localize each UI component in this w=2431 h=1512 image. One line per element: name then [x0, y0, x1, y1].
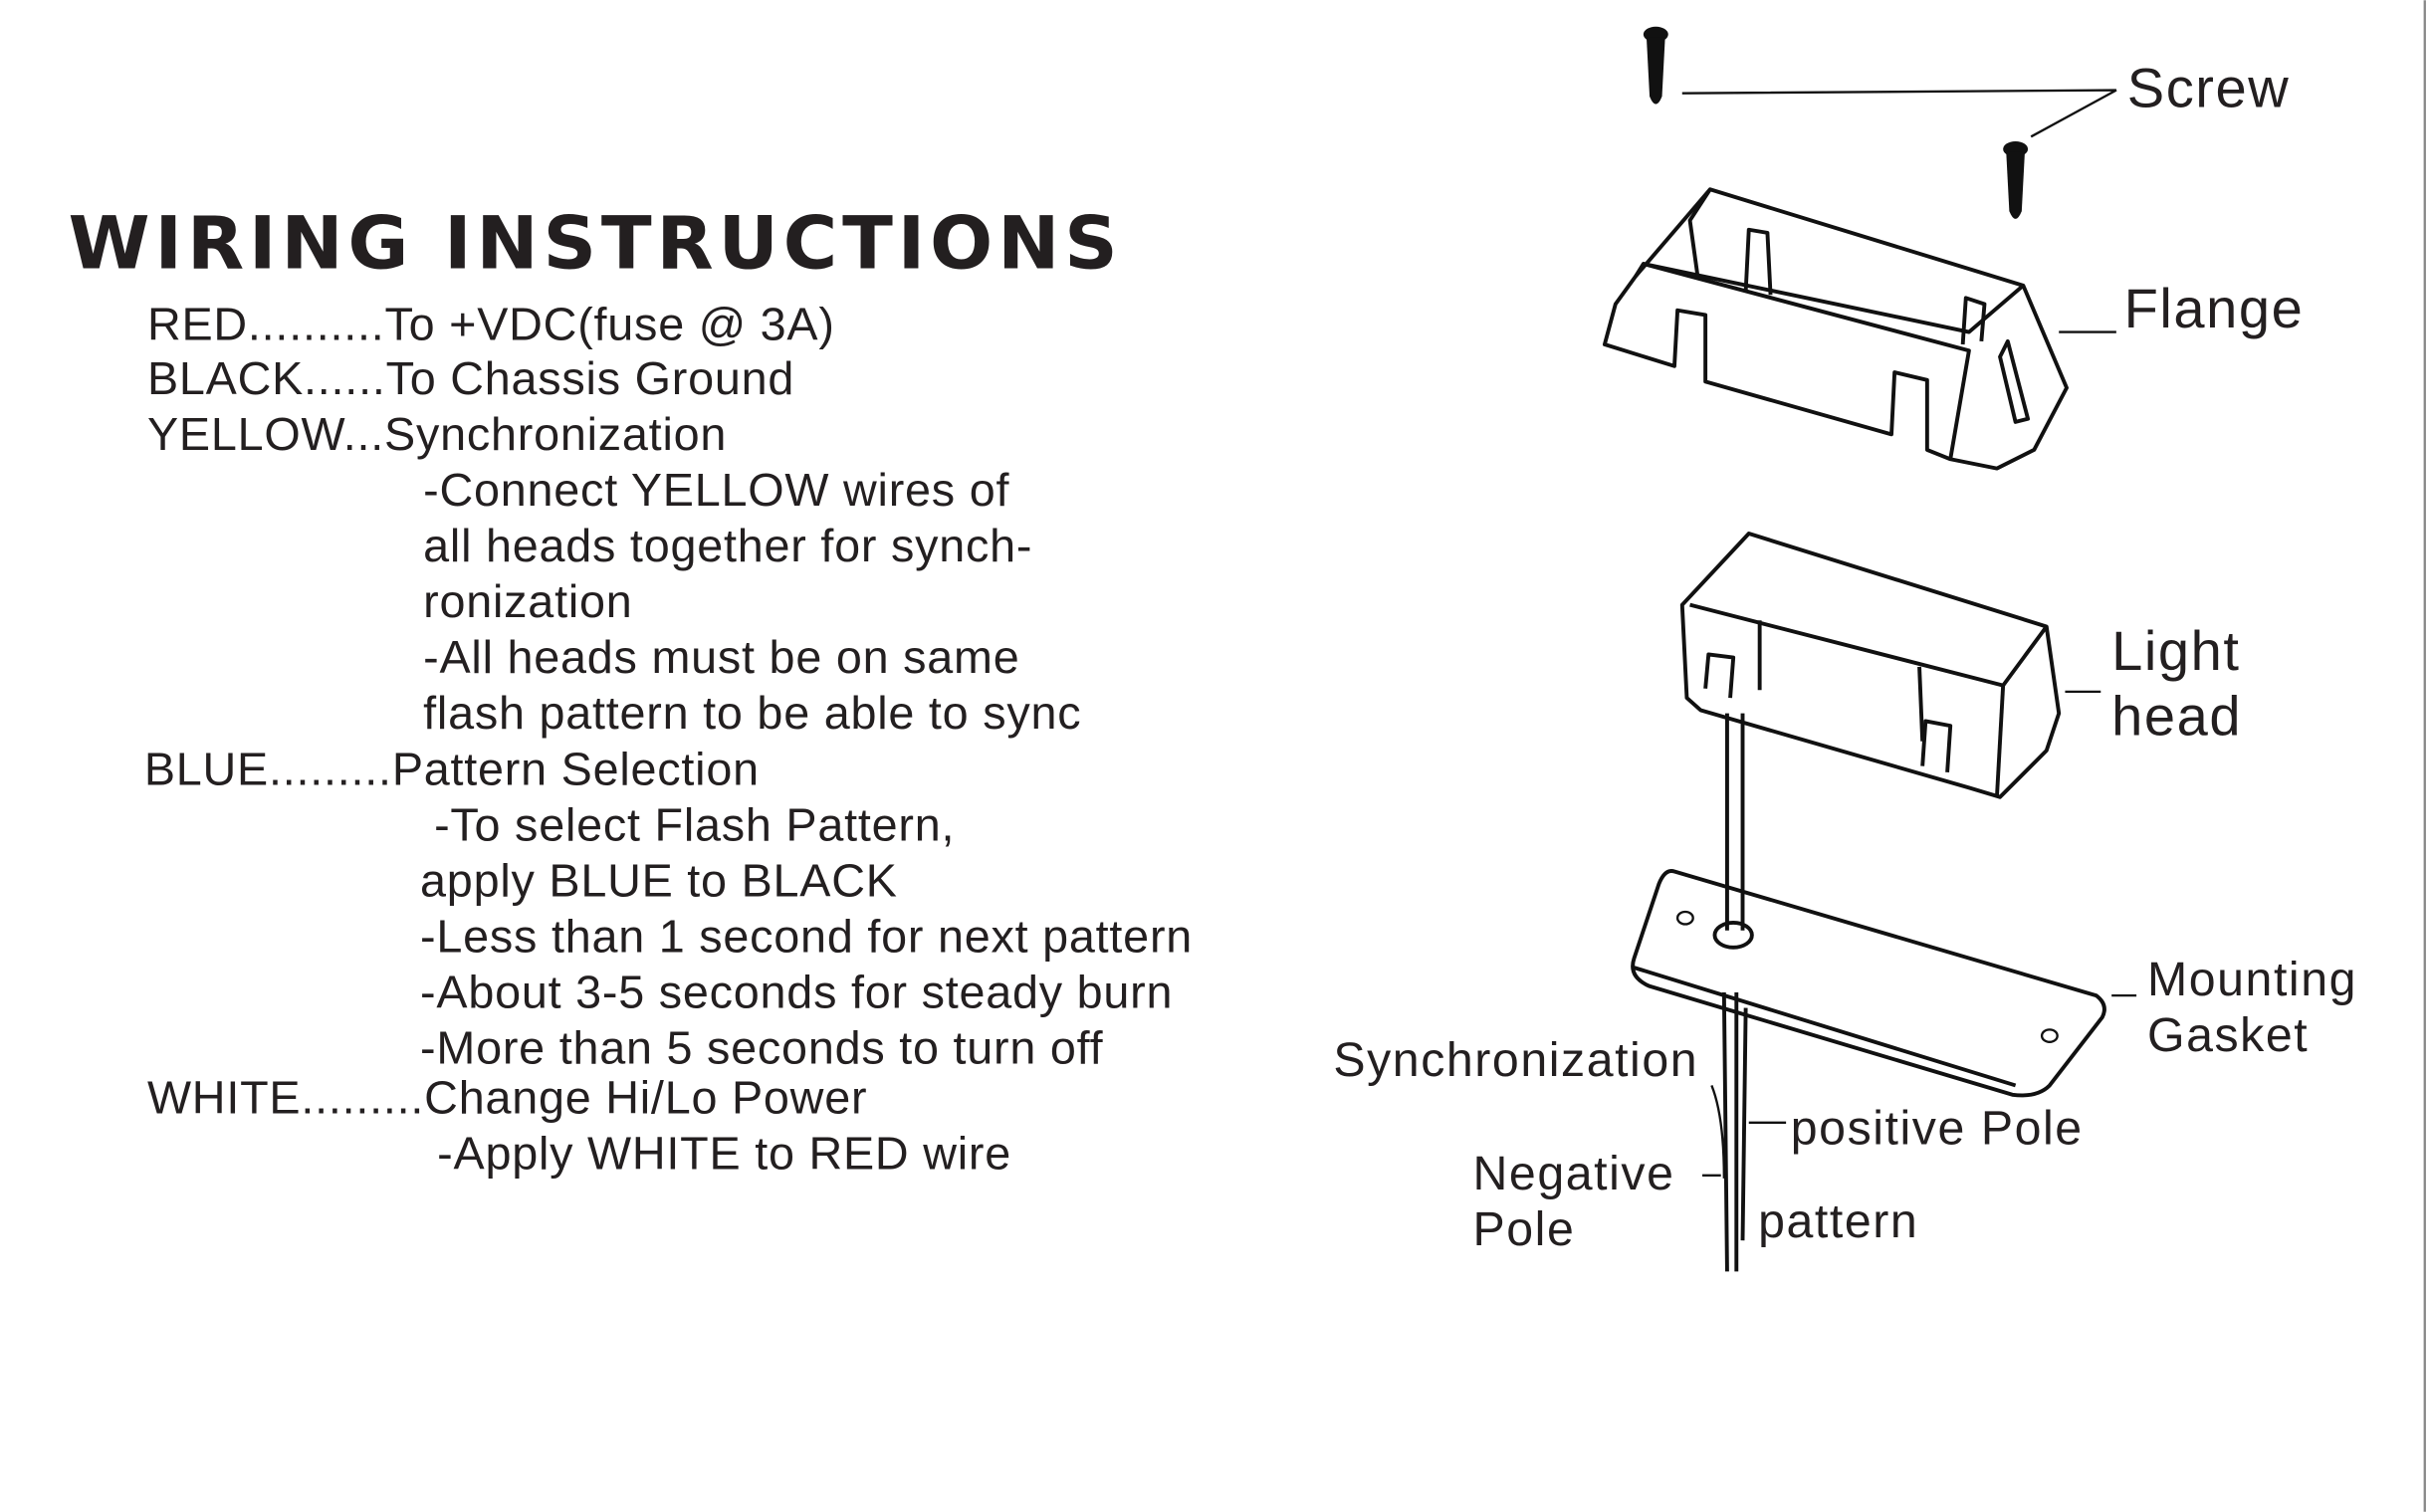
line-yellow-detail: all heads together for synch-	[423, 520, 1032, 571]
line-blue-detail: apply BLUE to BLACK	[420, 854, 898, 906]
label-synchronization: Synchronization	[1333, 1033, 1698, 1087]
line-blue-detail: -More than 5 seconds to turn off	[420, 1022, 1104, 1074]
line-yellow-detail: -All heads must be on same	[423, 631, 1019, 683]
line-red: RED..........To +VDC(fuse @ 3A)	[147, 298, 835, 349]
line-blue-detail: -Less than 1 second for next pattern	[420, 911, 1193, 963]
label-negative: Negative	[1473, 1147, 1675, 1200]
label-mounting: Mounting	[2147, 953, 2357, 1006]
label-flange: Flange	[2124, 277, 2305, 339]
line-white-detail: -Apply WHITE to RED wire	[437, 1128, 1011, 1180]
label-pattern: pattern	[1758, 1194, 1918, 1248]
label-positive-pole: positive Pole	[1791, 1102, 2084, 1156]
screw-icon	[1643, 26, 2029, 219]
flange-icon	[1602, 187, 2069, 471]
line-yellow-detail: -Connect YELLOW wires of	[423, 464, 1009, 516]
line-white: WHITE.........Change Hi/Lo Power	[147, 1071, 867, 1123]
instructions: RED..........To +VDC(fuse @ 3A) BLACK...…	[144, 298, 1193, 1180]
line-blue-detail: -About 3-5 seconds for steady burn	[420, 967, 1173, 1018]
light-head-icon	[1679, 532, 2062, 799]
label-negative-pole: Pole	[1473, 1202, 1576, 1256]
line-yellow: YELLOW...Synchronization	[147, 408, 727, 460]
label-head: head	[2111, 684, 2242, 747]
label-screw: Screw	[2127, 57, 2291, 119]
page-title: WIRING INSTRUCTIONS	[69, 202, 1123, 287]
label-gasket: Gasket	[2147, 1008, 2309, 1062]
line-yellow-detail: flash pattern to be able to sync	[423, 687, 1081, 739]
mounting-gasket-icon	[1631, 869, 2106, 1098]
line-blue-detail: -To select Flash Pattern,	[434, 798, 955, 850]
line-blue: BLUE.........Pattern Selection	[144, 743, 760, 794]
line-yellow-detail: ronization	[423, 575, 632, 627]
label-light: Light	[2111, 619, 2240, 682]
line-black: BLACK......To Chassis Ground	[147, 352, 794, 404]
exploded-diagram: Screw Flange Light head	[1333, 26, 2357, 1272]
